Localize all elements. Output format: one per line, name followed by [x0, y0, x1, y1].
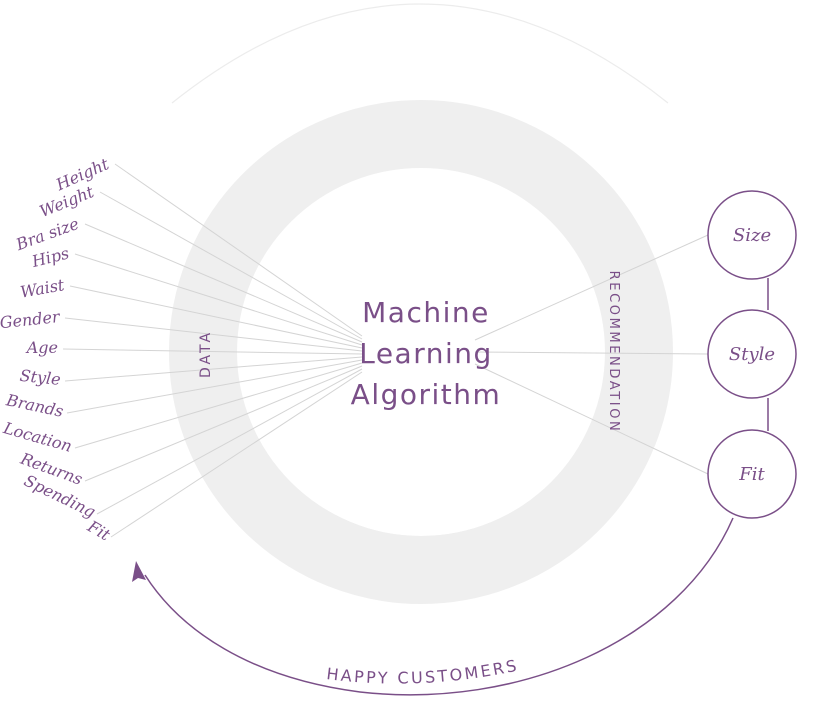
- outer-faint-arc: [171, 3, 669, 104]
- input-label-location: Location: [0, 418, 74, 456]
- feedback-label-text: HAPPY CUSTOMERS: [325, 655, 518, 687]
- input-line-waist: [69, 285, 363, 349]
- output-label-fit: Fit: [738, 464, 765, 485]
- output-node-size: [707, 190, 797, 280]
- input-lines: [62, 163, 363, 538]
- ring-label-recommendation: RECOMMENDATION: [606, 271, 621, 434]
- input-line-age: [62, 348, 363, 355]
- input-label-waist: Waist: [19, 275, 67, 302]
- center-title-line-1: Machine: [362, 296, 490, 329]
- input-line-gender: [64, 317, 363, 352]
- output-label-style: Style: [729, 344, 775, 365]
- input-line-hips: [74, 253, 363, 346]
- input-line-fit: [110, 371, 363, 538]
- output-line-fit: [474, 363, 709, 475]
- input-line-location: [74, 362, 363, 449]
- input-line-weight: [99, 191, 363, 340]
- output-line-size: [474, 234, 709, 341]
- feedback-label: HAPPY CUSTOMERS: [325, 655, 520, 687]
- output-lines: [474, 234, 709, 475]
- input-line-returns: [84, 365, 363, 482]
- feedback-arrowhead: [132, 561, 146, 582]
- output-label-size: Size: [733, 225, 771, 246]
- output-node-style: [707, 309, 797, 399]
- ring-label-data: DATA: [198, 330, 214, 378]
- center-title-line-2: Learning: [359, 337, 493, 370]
- input-label-brands: Brands: [4, 390, 65, 421]
- feedback-arc: [144, 517, 734, 696]
- input-label-style: Style: [19, 366, 62, 389]
- input-line-style: [64, 356, 363, 382]
- input-line-brands: [66, 359, 363, 414]
- algorithm-ring: [169, 100, 673, 604]
- output-line-style: [474, 351, 709, 355]
- input-line-spending: [96, 368, 363, 515]
- input-label-age: Age: [25, 338, 58, 357]
- input-label-gender: Gender: [0, 307, 62, 332]
- inner-disc: [237, 168, 605, 536]
- output-node-fit: [707, 429, 797, 519]
- input-line-bra-size: [84, 223, 363, 343]
- center-title-line-3: Algorithm: [351, 378, 502, 411]
- input-line-height: [114, 163, 363, 337]
